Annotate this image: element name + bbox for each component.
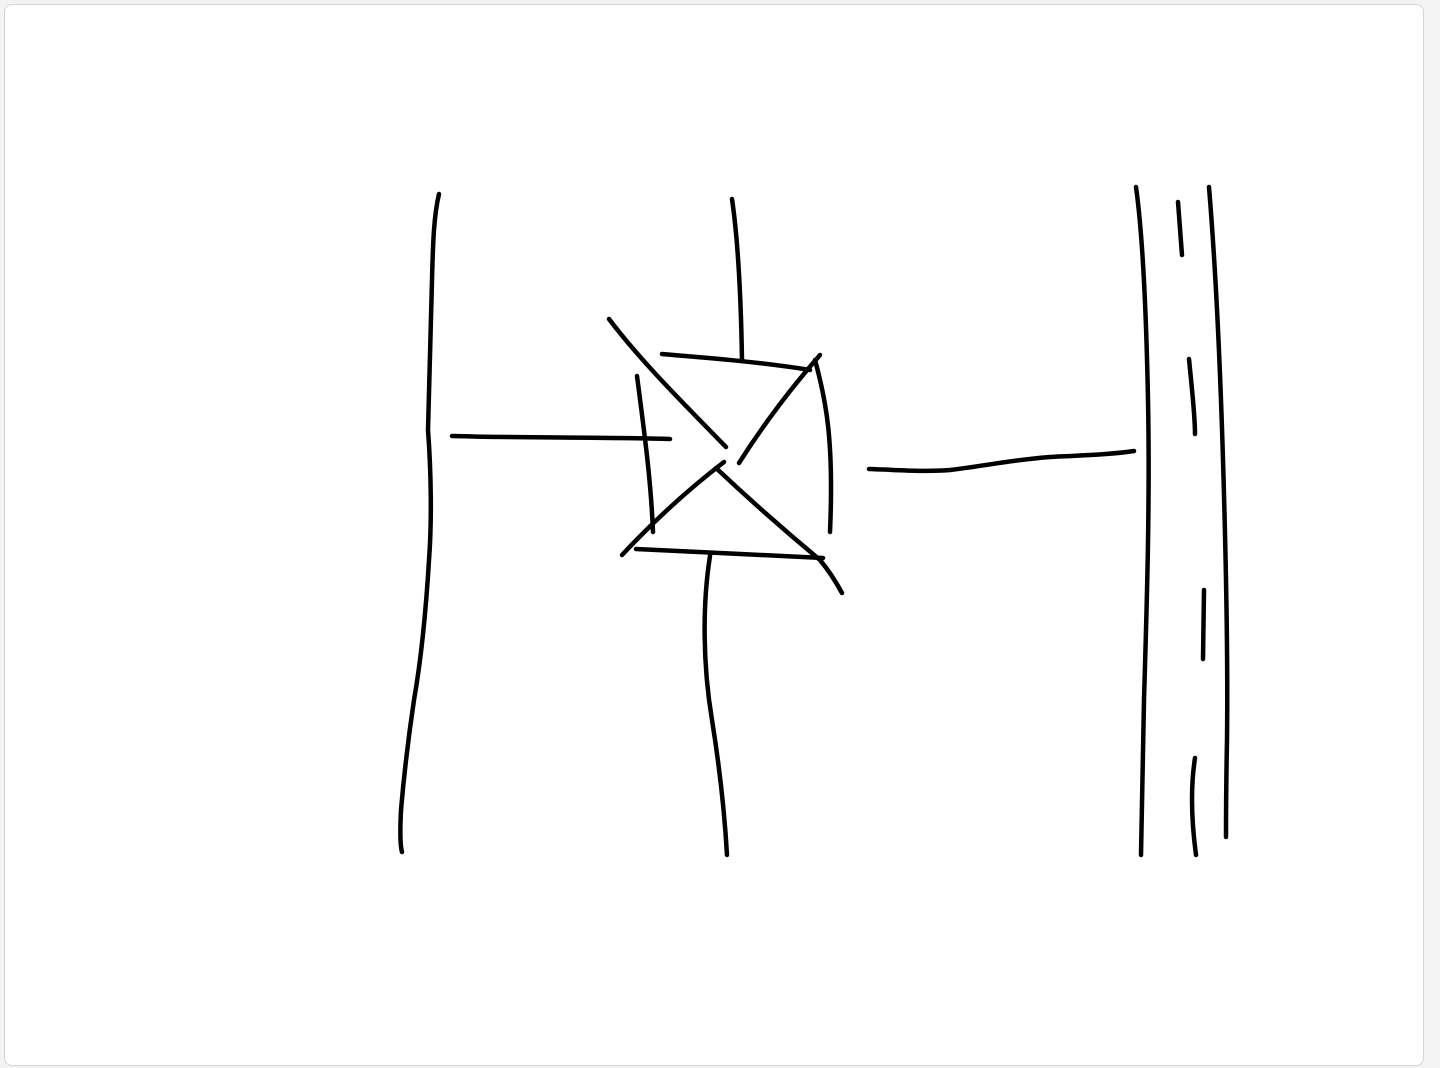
junction-diagonal-upper-left-stroke <box>609 319 726 447</box>
junction-right-edge-stroke <box>815 360 831 532</box>
highway-right-edge-stroke <box>1209 187 1227 837</box>
right-connector-road-stroke <box>869 451 1134 471</box>
junction-diagonal-lower-right-stroke <box>716 468 842 593</box>
highway-left-edge-stroke <box>1136 187 1149 855</box>
left-road-stroke <box>400 194 439 852</box>
center-road-upper-stroke <box>732 199 742 360</box>
left-road-branch-stroke <box>452 436 670 439</box>
junction-top-edge-stroke <box>662 354 810 370</box>
junction-diagonal-lower-left-stroke <box>622 462 724 555</box>
junction-diagonal-upper-right-stroke <box>739 355 820 463</box>
junction-left-edge-stroke <box>637 376 653 532</box>
junction-bottom-edge-stroke <box>636 549 823 558</box>
center-road-lower-stroke <box>705 556 727 855</box>
highway-lane-dash-stroke <box>1178 202 1204 855</box>
